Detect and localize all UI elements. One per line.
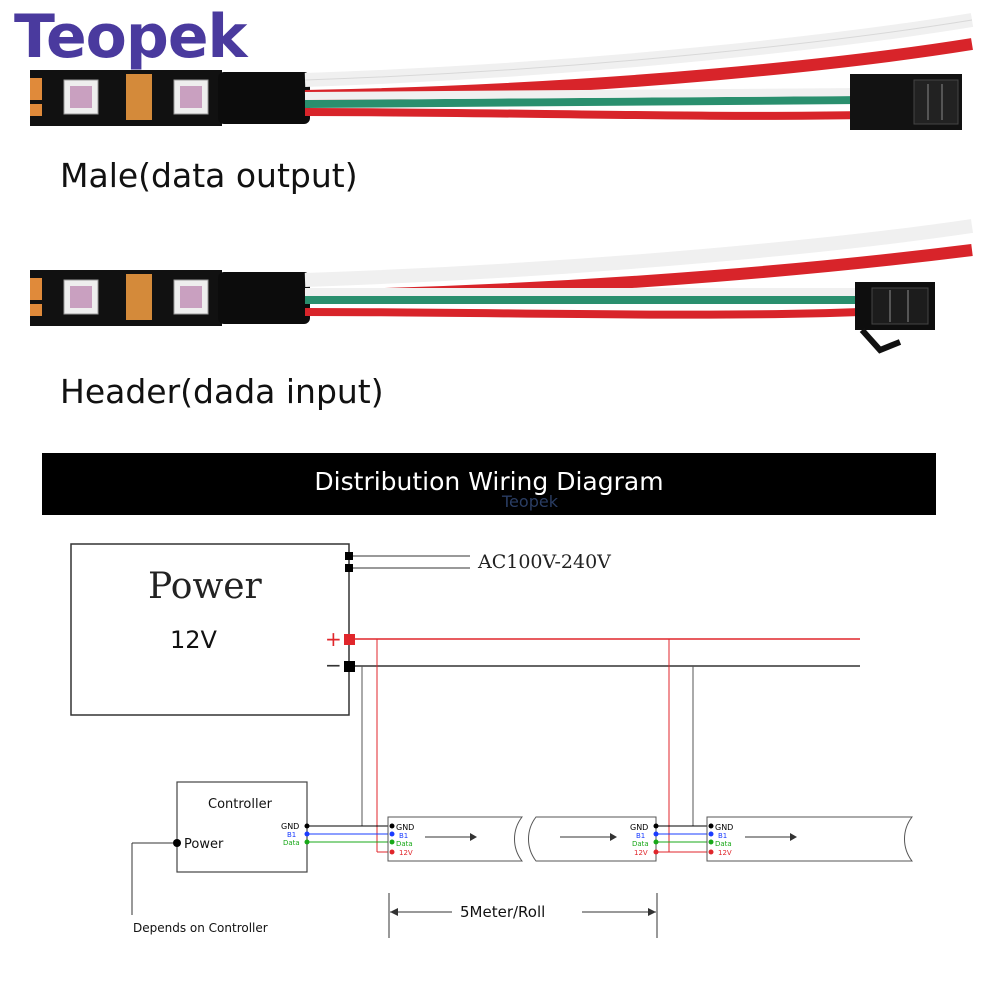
header-cable-photo bbox=[30, 219, 974, 354]
brand-logo: Teopek bbox=[14, 2, 247, 72]
strip-segment-2 bbox=[528, 816, 657, 862]
controller-pin-gnd: GND bbox=[281, 822, 299, 831]
plus-label: + bbox=[325, 627, 342, 651]
plus-terminal bbox=[344, 634, 355, 645]
cable-illustrations bbox=[30, 13, 974, 354]
ac-input-label: AC100V-240V bbox=[477, 551, 611, 573]
strip3-pin-gnd: GND bbox=[715, 823, 733, 832]
controller-pin-data: Data bbox=[283, 839, 300, 847]
power-voltage: 12V bbox=[170, 626, 218, 654]
controller-power-label: Power bbox=[184, 837, 224, 852]
male-caption: Male(data output) bbox=[60, 156, 358, 195]
power-supply-box bbox=[70, 543, 350, 716]
depends-label: Depends on Controller bbox=[133, 921, 268, 935]
strip1-pin-12v: 12V bbox=[399, 849, 413, 857]
controller-title: Controller bbox=[208, 797, 273, 812]
male-cable-photo bbox=[30, 13, 974, 130]
strip3-pin-data: Data bbox=[715, 840, 732, 848]
section-banner: Distribution Wiring Diagram Teopek bbox=[42, 453, 936, 515]
strip1-pin-gnd: GND bbox=[396, 823, 414, 832]
strip2-pin-12v: 12V bbox=[634, 849, 648, 857]
strip-segment-3 bbox=[706, 816, 914, 862]
strip1-pin-data: Data bbox=[396, 840, 413, 848]
strip2-pin-data: Data bbox=[632, 840, 649, 848]
strip2-pin-b1: B1 bbox=[636, 832, 645, 840]
banner-watermark: Teopek bbox=[502, 492, 558, 511]
strip1-pin-b1: B1 bbox=[399, 832, 408, 840]
banner-title: Distribution Wiring Diagram bbox=[314, 467, 664, 496]
header-caption: Header(dada input) bbox=[60, 372, 384, 411]
strip-segment-1 bbox=[387, 816, 524, 862]
strip3-pin-b1: B1 bbox=[718, 832, 727, 840]
controller-pin-b1: B1 bbox=[287, 831, 296, 839]
strip3-pin-12v: 12V bbox=[718, 849, 732, 857]
power-title: Power bbox=[148, 566, 263, 607]
minus-label: − bbox=[325, 653, 342, 677]
minus-terminal bbox=[344, 661, 355, 672]
controller-box bbox=[176, 781, 308, 873]
length-label: 5Meter/Roll bbox=[460, 903, 545, 921]
strip2-pin-gnd: GND bbox=[630, 823, 648, 832]
